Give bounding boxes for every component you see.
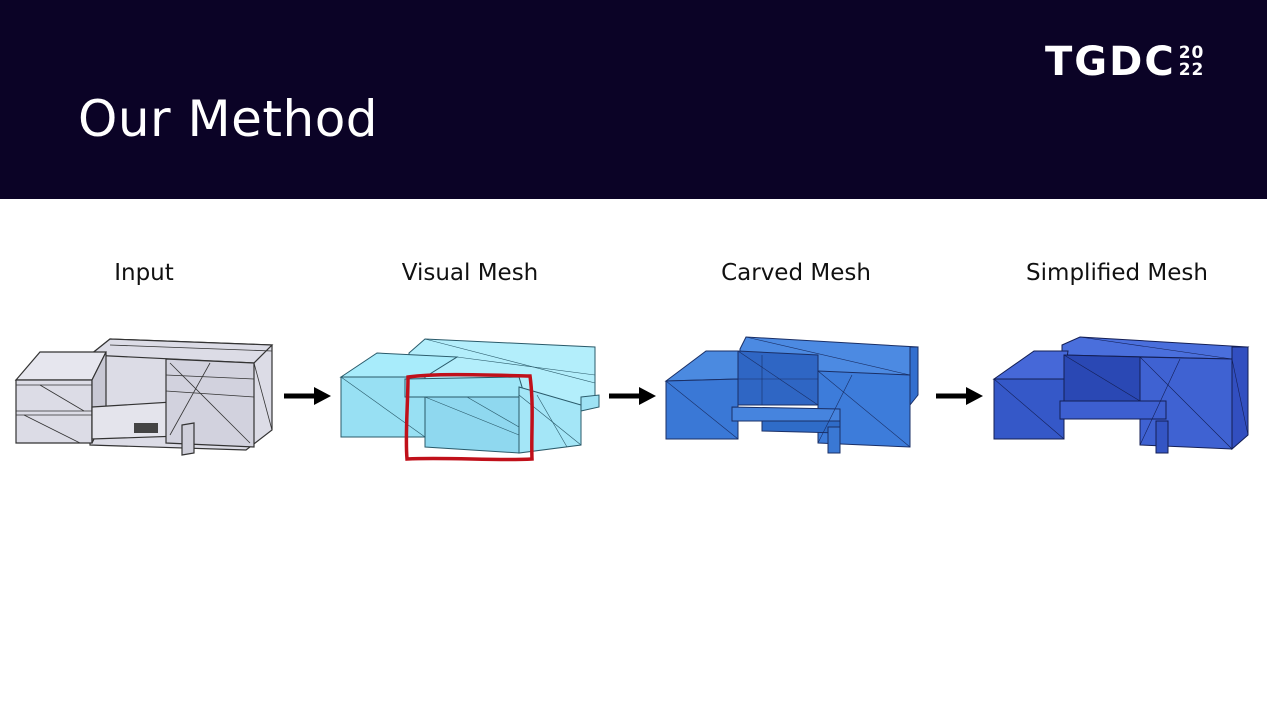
arrow-icon <box>936 387 983 405</box>
stage-label-simplified-mesh: Simplified Mesh <box>1026 260 1208 286</box>
stage-label-visual-mesh: Visual Mesh <box>401 260 539 286</box>
input-mesh-image <box>14 338 274 456</box>
carved-mesh-image <box>664 336 919 454</box>
tgdc-logo: TGDC 20 22 <box>1045 42 1204 82</box>
logo-year-bottom: 22 <box>1178 60 1205 80</box>
stage-label-carved-mesh: Carved Mesh <box>721 260 871 286</box>
stage-label-input: Input <box>114 260 174 286</box>
slide-header: Our Method TGDC 20 22 <box>0 0 1267 199</box>
logo-text: TGDC <box>1045 39 1176 85</box>
visual-mesh-image <box>339 338 600 462</box>
arrow-icon <box>284 387 331 405</box>
simplified-mesh-image <box>992 336 1250 454</box>
highlight-box <box>404 372 534 462</box>
logo-year-top: 20 <box>1178 43 1205 63</box>
arrow-icon <box>609 387 656 405</box>
slide-title: Our Method <box>78 90 379 148</box>
building-sign-icon <box>134 423 158 433</box>
logo-year: 20 22 <box>1179 45 1205 79</box>
